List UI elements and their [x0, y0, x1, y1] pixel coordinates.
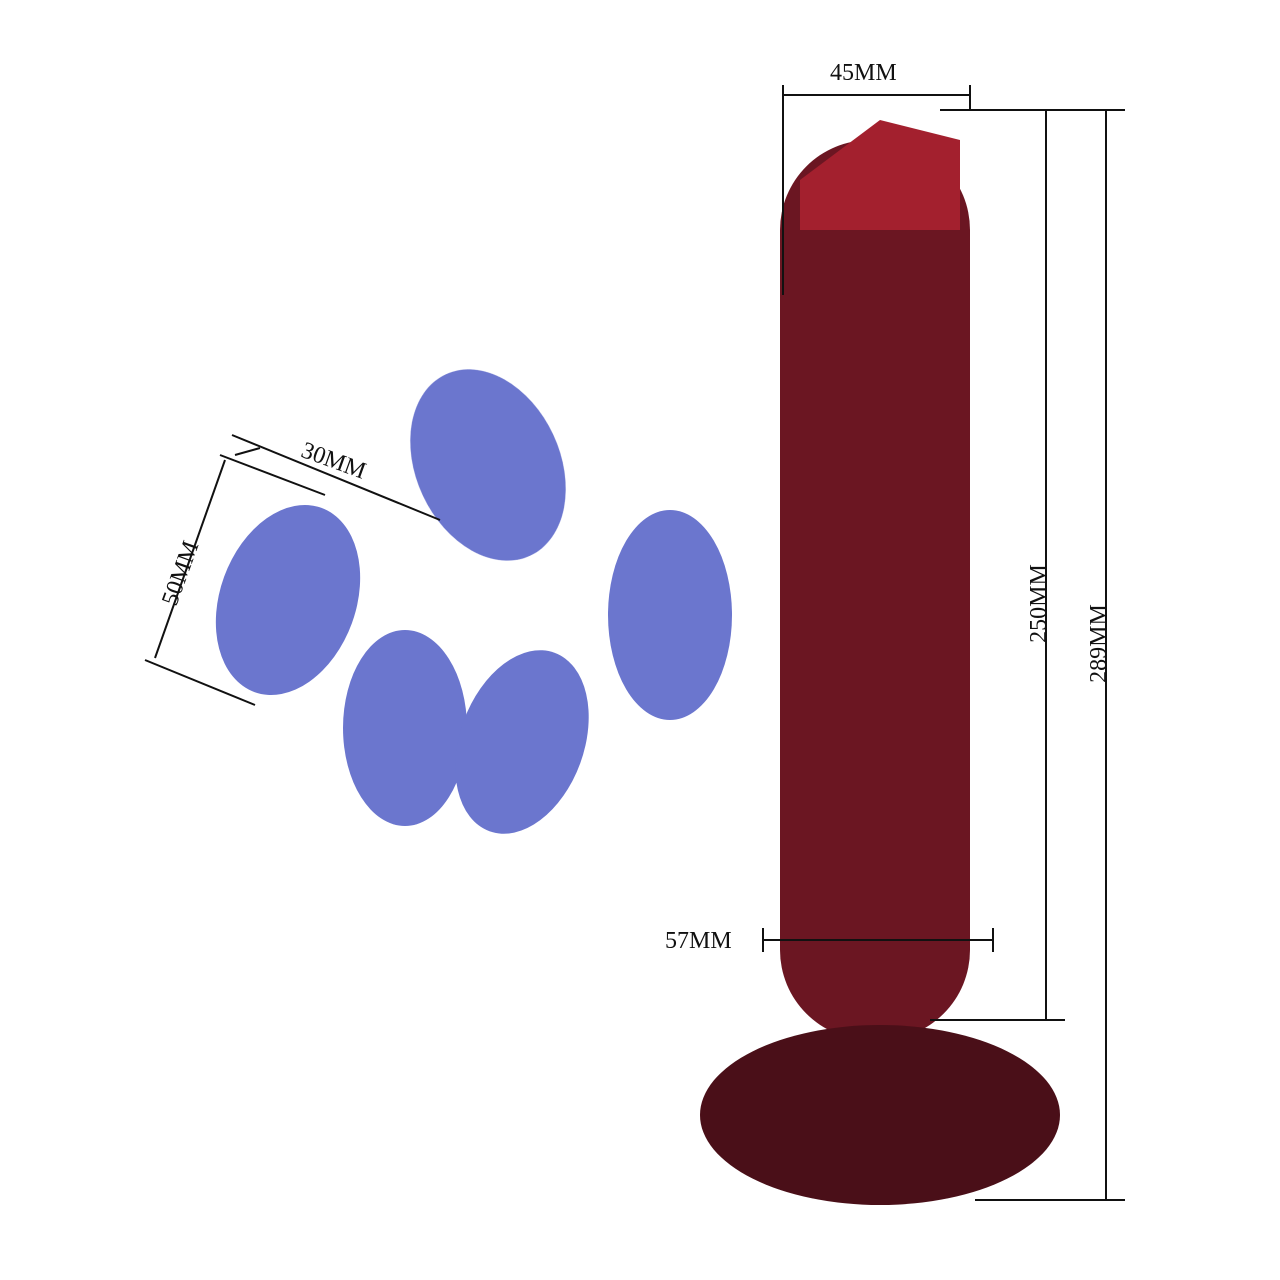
small-item-2 — [215, 505, 361, 695]
main-item — [700, 120, 1060, 1205]
label-total-length: 289MM — [1085, 604, 1112, 683]
small-item-4 — [343, 630, 467, 826]
label-inner-length: 250MM — [1025, 564, 1052, 643]
small-item-1 — [410, 369, 566, 561]
label-max-width: 57MM — [665, 928, 732, 954]
small-item-5 — [455, 650, 589, 834]
small-item-3 — [608, 510, 732, 720]
label-top-width: 45MM — [830, 60, 897, 86]
